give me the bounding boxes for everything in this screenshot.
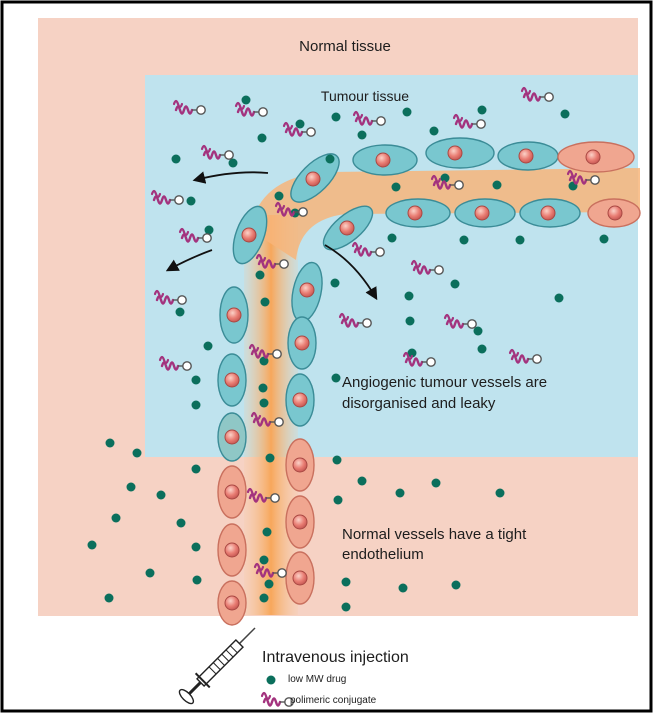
legend-low-mw-drug-label: low MW drug (288, 674, 346, 685)
normal-tissue-label: Normal tissue (270, 38, 420, 55)
intravenous-injection-label: Intravenous injection (262, 649, 409, 667)
angiogenic-vessels-annotation: Angiogenic tumour vessels are disorganis… (342, 372, 592, 414)
low-mw-drug-icon (267, 676, 276, 685)
legend-polymeric-conjugate-label: polimeric conjugate (290, 695, 376, 706)
normal-vessels-annotation: Normal vessels have a tight endothelium (342, 525, 572, 565)
tumour-tissue-label: Tumour tissue (300, 88, 430, 104)
